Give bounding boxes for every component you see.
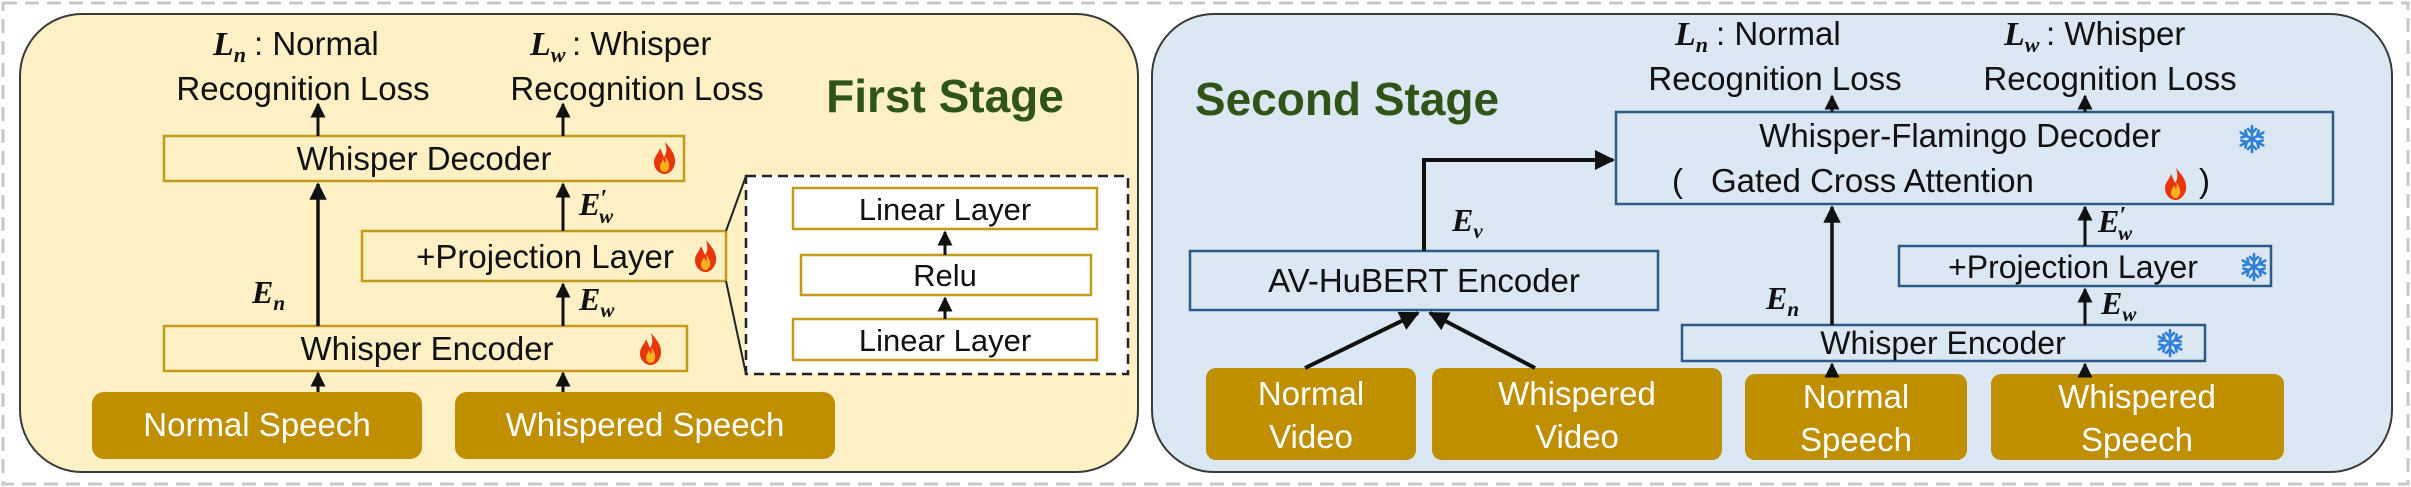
s2-encoder-label: Whisper Encoder [1820,325,2066,361]
first-stage-loss-whisper: Lw : Whisper Recognition Loss [510,25,763,107]
first-stage-input-normal-speech [92,392,422,459]
detail-linear-top-label: Linear Layer [859,192,1031,227]
loss-normal-subscript: n [234,42,246,67]
second-stage-decoder-box [1614,110,2335,206]
e-v-symbol: E [1451,202,1473,238]
s2-label-e-w-prime: E′w [2097,203,2133,245]
input-whispered-speech-s2-line2: Speech [2081,421,2193,458]
second-stage-panel: Second Stage Ln : Normal Recognition Los… [1151,13,2393,473]
loss-whisper-desc: Recognition Loss [510,70,763,107]
loss-whisper-name: : Whisper [572,25,711,62]
s2-decoder-paren-open: ( [1672,162,1683,199]
loss-normal-name: : Normal [254,25,379,62]
s2-loss-normal-subscript: n [1696,32,1708,57]
input-normal-speech-label: Normal Speech [143,406,370,443]
e-w-symbol: E [578,281,600,317]
loss-normal-symbol: L [212,26,234,63]
s2-loss-whisper-desc: Recognition Loss [1983,60,2236,97]
s2-e-w-prime-mark: ′ [2119,203,2126,229]
s2-e-w-prime-symbol: E [2097,203,2119,239]
detail-connector-top [725,175,747,232]
e-v-subscript: v [1473,219,1483,243]
input-whispered-speech-label: Whispered Speech [506,406,785,443]
e-w-prime-subscript: w [599,204,614,228]
first-stage-decoder-label: Whisper Decoder [297,140,552,177]
s2-decoder-subtitle: Gated Cross Attention [1711,162,2034,199]
arrow-av-to-decoder [1422,150,1615,251]
input-normal-speech-s2 [1745,374,1967,460]
e-n-symbol: E [251,274,273,310]
second-stage-background [1151,13,2393,473]
detail-connector-bottom [725,280,747,375]
first-stage-encoder-box [162,324,689,373]
s2-e-w-subscript: w [2122,302,2137,326]
second-stage-loss-whisper: Lw : Whisper Recognition Loss [1983,15,2236,97]
second-stage-encoder-box [1680,323,2207,363]
arrow-normal-video-to-av [1304,311,1420,370]
first-stage-input-whispered-speech [455,392,835,459]
first-stage-encoder-label: Whisper Encoder [300,330,553,367]
s2-decoder-paren-close: ) [2199,162,2210,199]
loss-whisper-symbol: L [529,26,551,63]
s2-loss-normal-name: : Normal [1716,15,1841,52]
svg-text:Lw: Lw [2003,16,2040,57]
label-e-w-prime: E′w [578,186,614,228]
second-stage-loss-normal: Ln : Normal Recognition Loss [1648,15,1901,97]
s2-label-e-n: En [1765,280,1799,321]
s2-loss-normal-symbol: L [1674,16,1696,53]
detail-linear-top-box [791,186,1099,231]
e-n-subscript: n [273,291,285,315]
av-hubert-encoder-label: AV-HuBERT Encoder [1268,262,1580,299]
e-w-prime-mark: ′ [600,186,607,212]
arrow-whispered-video-to-av [1428,311,1536,370]
s2-loss-whisper-name: : Whisper [2046,15,2185,52]
s2-e-n-subscript: n [1787,297,1799,321]
input-whispered-video-line2: Video [1535,418,1619,455]
input-whispered-video-line1: Whispered [1498,375,1656,412]
input-normal-video-line2: Video [1269,418,1353,455]
input-normal-speech-s2-line2: Speech [1800,421,1912,458]
detail-relu-label: Relu [913,258,977,293]
label-e-n: En [251,274,285,315]
e-w-subscript: w [600,298,615,322]
label-e-w: Ew [578,281,615,322]
s2-label-e-w: Ew [2100,285,2137,326]
loss-whisper-subscript: w [551,42,566,67]
input-normal-video [1206,368,1416,460]
second-stage-title: Second Stage [1195,73,1499,125]
e-w-prime-symbol: E [578,186,600,222]
s2-e-w-prime-subscript: w [2118,221,2133,245]
label-e-v: Ev [1451,202,1483,243]
s2-loss-normal-desc: Recognition Loss [1648,60,1901,97]
first-stage-title: First Stage [826,70,1064,122]
s2-loss-whisper-subscript: w [2025,32,2040,57]
first-stage-panel: First Stage Ln : Normal Recognition Loss… [19,13,1139,473]
input-whispered-speech-s2 [1991,374,2284,460]
first-stage-projection-box [360,229,728,283]
first-stage-decoder-box [162,134,686,183]
s2-projection-label: +Projection Layer [1948,249,2198,285]
detail-linear-bottom-label: Linear Layer [859,323,1031,358]
s2-decoder-title: Whisper-Flamingo Decoder [1759,117,2161,154]
input-whispered-speech-s2-line1: Whispered [2058,378,2216,415]
s2-e-n-symbol: E [1765,280,1787,316]
projection-detail-panel [744,174,1130,376]
s2-loss-whisper-symbol: L [2003,16,2025,53]
loss-normal-desc: Recognition Loss [176,70,429,107]
svg-text:Lw: Lw [529,26,566,67]
svg-text:Ln: Ln [212,26,246,67]
input-normal-video-line1: Normal [1258,375,1364,412]
input-normal-speech-s2-line1: Normal [1803,378,1909,415]
s2-e-w-symbol: E [2100,285,2122,321]
first-stage-loss-normal: Ln : Normal Recognition Loss [176,25,429,107]
input-whispered-video [1432,368,1722,460]
first-stage-projection-label: +Projection Layer [416,238,674,275]
svg-text:Ln: Ln [1674,16,1708,57]
